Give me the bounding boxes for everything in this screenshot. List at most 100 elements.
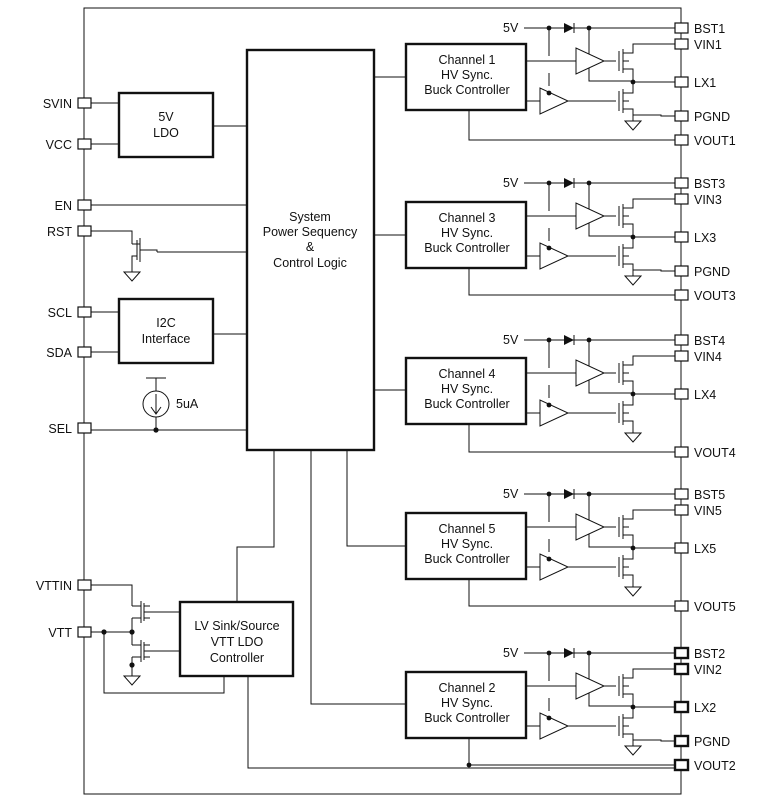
pin-en: EN bbox=[55, 199, 92, 213]
channel-label-3: Buck Controller bbox=[424, 711, 509, 725]
pin-vout-label: VOUT3 bbox=[694, 289, 736, 303]
channel-controller-block bbox=[404, 200, 528, 270]
channel-label-2: HV Sync. bbox=[441, 226, 493, 240]
low-side-driver-icon bbox=[539, 242, 570, 270]
pin-pgnd-label: PGND bbox=[694, 265, 730, 279]
pin-svin-pad bbox=[77, 97, 92, 109]
channel-controller-block bbox=[404, 42, 528, 112]
i2c-wires bbox=[91, 311, 247, 353]
current-source-label: 5uA bbox=[176, 397, 199, 411]
pin-vout-label: VOUT5 bbox=[694, 600, 736, 614]
channel-supply-label: 5V bbox=[503, 487, 519, 501]
vtt-label-3: Controller bbox=[210, 651, 264, 665]
system-label-3: & bbox=[306, 240, 315, 254]
ldo-wires bbox=[91, 102, 247, 145]
pin-sel: SEL bbox=[48, 422, 92, 436]
pin-bst bbox=[673, 646, 690, 660]
vtt-mosfets bbox=[91, 584, 675, 769]
pin-vout-label: VOUT4 bbox=[694, 446, 736, 460]
ground-icon bbox=[623, 586, 643, 597]
pin-pgnd bbox=[673, 734, 690, 748]
vtt-ground-icon bbox=[122, 675, 142, 686]
rst-nmos bbox=[91, 230, 247, 282]
low-side-driver-icon bbox=[539, 87, 570, 115]
diode-icon bbox=[564, 178, 574, 188]
pin-lx bbox=[674, 76, 689, 88]
pin-scl-pad bbox=[77, 306, 92, 318]
pin-sda-pad bbox=[77, 346, 92, 358]
vtt-ldo-block bbox=[178, 600, 295, 678]
pin-vin bbox=[674, 350, 689, 362]
system-label-4: Control Logic bbox=[273, 256, 347, 270]
pin-bst-label: BST5 bbox=[694, 488, 725, 502]
channel-supply-label: 5V bbox=[503, 333, 519, 347]
ground-icon bbox=[623, 432, 643, 443]
pin-pgnd bbox=[674, 265, 689, 277]
channel-supply-label: 5V bbox=[503, 176, 519, 190]
i2c-label-2: Interface bbox=[142, 332, 191, 346]
pin-lx bbox=[674, 542, 689, 554]
system-control-block bbox=[245, 48, 376, 452]
pin-vout bbox=[674, 600, 689, 612]
pin-lx bbox=[673, 700, 690, 714]
system-to-ch2-wire bbox=[310, 450, 406, 705]
pin-bst-label: BST4 bbox=[694, 334, 725, 348]
pin-bst-label: BST2 bbox=[694, 647, 725, 661]
channel-label-2: HV Sync. bbox=[441, 68, 493, 82]
high-side-driver-icon bbox=[575, 513, 606, 541]
channel-label-2: HV Sync. bbox=[441, 696, 493, 710]
channel-label-1: Channel 2 bbox=[439, 681, 496, 695]
pin-en-pad bbox=[77, 199, 92, 211]
system-label-1: System bbox=[289, 210, 331, 224]
high-side-driver-icon bbox=[575, 359, 606, 387]
pin-vttin-label: VTTIN bbox=[36, 579, 72, 593]
pin-vttin-pad bbox=[77, 579, 92, 591]
diode-icon bbox=[564, 648, 574, 658]
pin-vcc-label: VCC bbox=[46, 138, 72, 152]
pin-vout bbox=[674, 446, 689, 458]
pin-bst bbox=[674, 177, 689, 189]
system-to-ch-wires bbox=[374, 76, 406, 391]
high-side-fet-icon bbox=[618, 43, 675, 83]
pin-pgnd-label: PGND bbox=[694, 110, 730, 124]
pin-lx bbox=[674, 388, 689, 400]
i2c-label-1: I2C bbox=[156, 316, 175, 330]
diode-icon bbox=[564, 23, 574, 33]
rst-ground-icon bbox=[122, 271, 142, 282]
channel-label-2: HV Sync. bbox=[441, 537, 493, 551]
pin-lx-label: LX1 bbox=[694, 76, 716, 90]
low-side-driver-icon bbox=[539, 712, 570, 740]
low-side-fet-icon bbox=[618, 82, 634, 121]
pin-vin bbox=[674, 38, 689, 50]
high-side-driver-icon bbox=[575, 202, 606, 230]
pin-scl: SCL bbox=[48, 306, 92, 320]
low-side-fet-icon bbox=[618, 548, 634, 587]
high-side-fet-icon bbox=[618, 668, 675, 708]
channel-label-3: Buck Controller bbox=[424, 241, 509, 255]
pin-vin bbox=[674, 193, 689, 205]
pin-sda-label: SDA bbox=[46, 346, 72, 360]
current-source-icon bbox=[142, 377, 170, 430]
pin-bst bbox=[674, 334, 689, 346]
chip-outline bbox=[83, 7, 682, 795]
channel-controller-block bbox=[404, 670, 528, 740]
pin-vout-label: VOUT2 bbox=[694, 759, 736, 773]
channel-controller-block bbox=[404, 356, 528, 426]
ldo-label-1: 5V bbox=[158, 110, 174, 124]
system-to-vtt-wire bbox=[236, 450, 275, 602]
channel-supply-label: 5V bbox=[503, 21, 519, 35]
pin-lx-label: LX2 bbox=[694, 701, 716, 715]
pin-sel-pad bbox=[77, 422, 92, 434]
pin-sel-label: SEL bbox=[48, 422, 72, 436]
pin-bst-label: BST3 bbox=[694, 177, 725, 191]
pin-vout bbox=[674, 289, 689, 301]
low-side-fet-icon bbox=[618, 237, 634, 276]
high-side-driver-icon bbox=[575, 672, 606, 700]
pin-rst-pad bbox=[77, 225, 92, 237]
channel-label-1: Channel 4 bbox=[439, 367, 496, 381]
